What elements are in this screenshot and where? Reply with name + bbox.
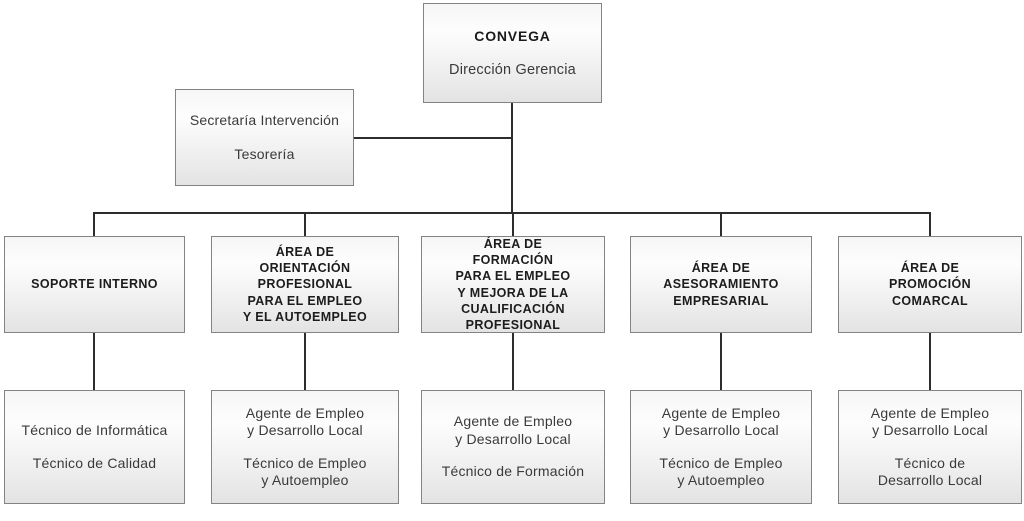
org-title: CONVEGA [474, 28, 551, 44]
org-subtitle: Dirección Gerencia [449, 62, 576, 78]
area-label: SOPORTE INTERNO [31, 277, 158, 292]
secretary-line-2: Tesorería [234, 146, 295, 162]
connector-drop-staff-3 [512, 332, 514, 391]
staff-role-2: Técnico de Desarrollo Local [877, 454, 983, 489]
box-staff-formacion: Agente de Empleo y Desarrollo Local Técn… [421, 390, 605, 504]
connector-drop-area-4 [720, 213, 722, 237]
staff-role-2: Técnico de Calidad [32, 454, 157, 471]
box-area-asesoramiento-empresarial: ÁREA DE ASESORAMIENTO EMPRESARIAL [630, 236, 812, 333]
box-staff-promocion-comarcal: Agente de Empleo y Desarrollo Local Técn… [838, 390, 1022, 504]
staff-role-1: Técnico de Informática [21, 422, 168, 438]
box-area-soporte-interno: SOPORTE INTERNO [4, 236, 185, 333]
box-staff-orientacion-profesional: Agente de Empleo y Desarrollo Local Técn… [211, 390, 399, 504]
box-area-formacion: ÁREA DE FORMACIÓN PARA EL EMPLEO Y MEJOR… [421, 236, 605, 333]
connector-drop-staff-5 [929, 332, 931, 391]
connector-root-vertical [511, 102, 513, 214]
connector-drop-area-2 [304, 213, 306, 237]
area-label: ÁREA DE ASESORAMIENTO EMPRESARIAL [663, 261, 779, 308]
staff-role-1: Agente de Empleo y Desarrollo Local [245, 404, 365, 439]
box-secretaria-tesoreria: Secretaría Intervención Tesorería [175, 89, 354, 186]
connector-drop-staff-4 [720, 332, 722, 391]
staff-role-2: Técnico de Empleo y Autoempleo [243, 454, 367, 489]
staff-role-1: Agente de Empleo y Desarrollo Local [870, 404, 990, 439]
connector-drop-area-1 [93, 213, 95, 237]
box-area-promocion-comarcal: ÁREA DE PROMOCIÓN COMARCAL [838, 236, 1022, 333]
area-label: ÁREA DE FORMACIÓN PARA EL EMPLEO Y MEJOR… [455, 236, 571, 332]
box-area-orientacion-profesional: ÁREA DE ORIENTACIÓN PROFESIONAL PARA EL … [211, 236, 399, 333]
box-direccion-gerencia: CONVEGA Dirección Gerencia [423, 3, 602, 103]
connector-drop-area-3 [512, 213, 514, 237]
box-staff-soporte-interno: Técnico de Informática Técnico de Calida… [4, 390, 185, 504]
staff-role-2: Técnico de Empleo y Autoempleo [659, 454, 783, 489]
area-label: ÁREA DE PROMOCIÓN COMARCAL [888, 261, 972, 308]
connector-secretary-horizontal [353, 137, 513, 139]
box-staff-asesoramiento-empresarial: Agente de Empleo y Desarrollo Local Técn… [630, 390, 812, 504]
staff-role-2: Técnico de Formación [441, 463, 585, 480]
connector-drop-staff-2 [304, 332, 306, 391]
area-label: ÁREA DE ORIENTACIÓN PROFESIONAL PARA EL … [242, 244, 368, 324]
staff-role-1: Agente de Empleo y Desarrollo Local [453, 413, 573, 447]
connector-drop-staff-1 [93, 332, 95, 391]
staff-role-1: Agente de Empleo y Desarrollo Local [661, 404, 781, 439]
connector-drop-area-5 [929, 213, 931, 237]
secretary-line-1: Secretaría Intervención [189, 111, 340, 128]
